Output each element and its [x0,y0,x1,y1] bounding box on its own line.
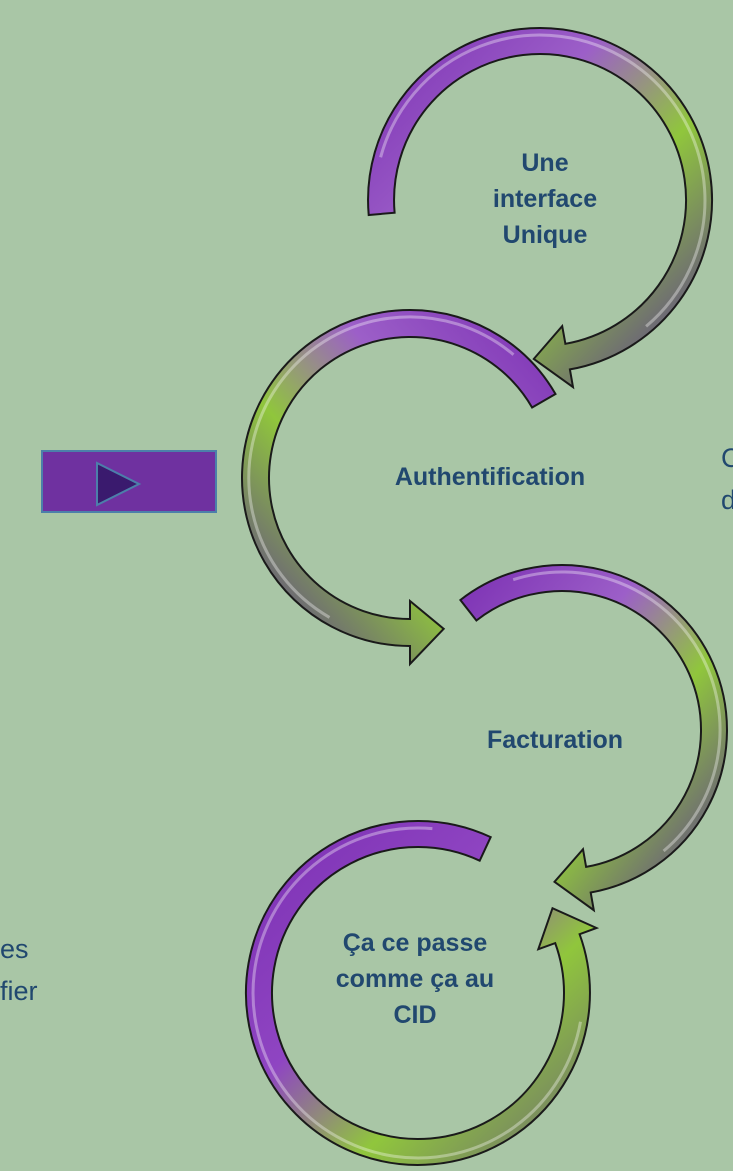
arrow-interface [367,27,714,390]
arrow-cid-highlight [251,826,582,1160]
step-label-cid: Ça ce passe comme ça au CID [335,929,495,1029]
step-label-interface: Une interface Unique [492,149,598,249]
right-edge-text: C d [721,443,733,515]
arrow-authentification [241,309,557,667]
play-button[interactable] [41,450,217,513]
arrow-interface-highlight [379,33,707,328]
arrow-cid [244,819,600,1166]
arrow-facturation [458,564,728,913]
step-label-facturation: Facturation [486,726,624,754]
play-icon [96,461,142,507]
arrow-authentification-highlight [247,315,515,619]
step-label-authentification: Authentification [394,463,586,491]
left-edge-text: es fier [0,934,38,1006]
arrow-facturation-highlight [512,570,722,853]
